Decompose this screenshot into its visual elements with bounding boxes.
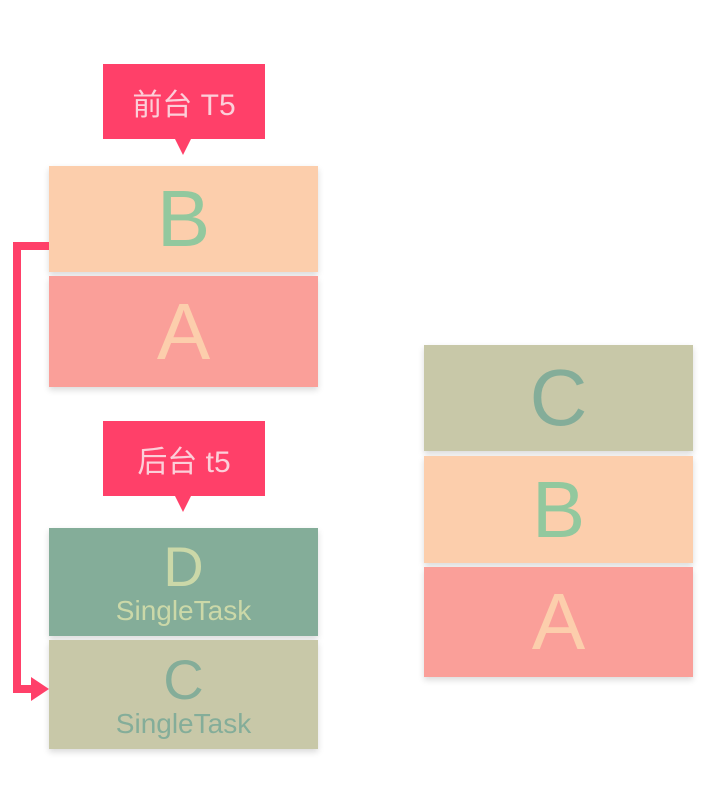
connector-arrowhead bbox=[31, 677, 49, 701]
card-letter: A bbox=[531, 577, 586, 666]
card-letter: B bbox=[531, 464, 586, 554]
result-card-b: B bbox=[424, 456, 693, 563]
card-letter: C bbox=[163, 647, 204, 711]
result-card-c: C bbox=[424, 345, 693, 451]
card-letter: D bbox=[163, 535, 204, 598]
card-letter: A bbox=[156, 286, 211, 376]
card-letter: B bbox=[156, 174, 211, 263]
card-launch-mode: SingleTask bbox=[115, 707, 252, 739]
result-card-a: A bbox=[424, 567, 693, 677]
foreground-task-label: 前台 T5 bbox=[132, 88, 236, 122]
background-task-callout: 后台 t5 bbox=[103, 421, 265, 512]
foreground-task-callout: 前台 T5 bbox=[103, 64, 265, 155]
background-card-d: D SingleTask bbox=[49, 528, 318, 636]
foreground-card-a: A bbox=[49, 276, 318, 387]
card-letter: C bbox=[529, 353, 588, 442]
foreground-card-b: B bbox=[49, 166, 318, 272]
background-task-label: 后台 t5 bbox=[137, 445, 231, 479]
background-card-c: C SingleTask bbox=[49, 640, 318, 749]
card-launch-mode: SingleTask bbox=[115, 595, 252, 626]
connector-line bbox=[13, 242, 49, 693]
